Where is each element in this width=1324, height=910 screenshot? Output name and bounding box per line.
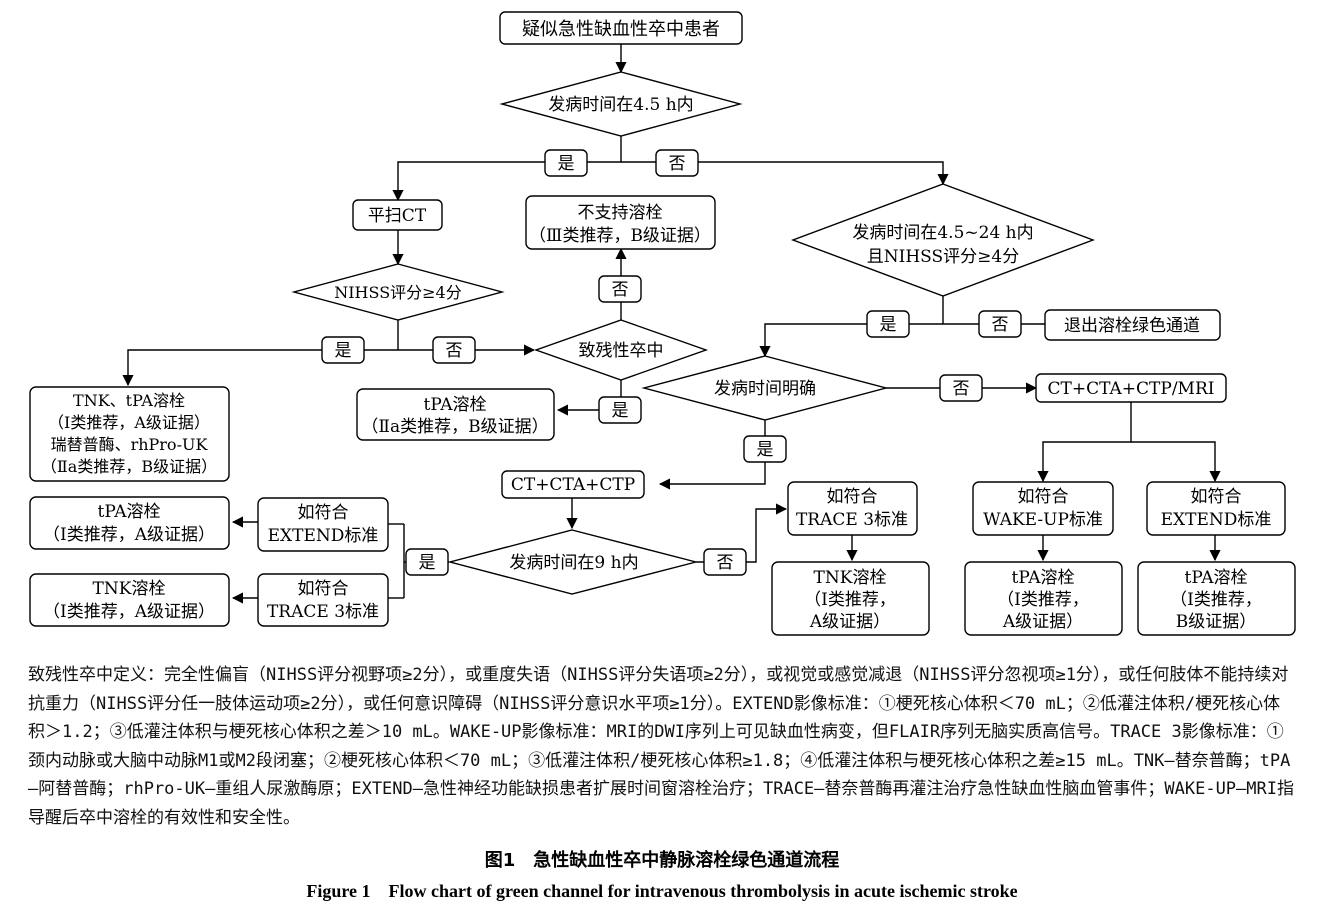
svg-text:发病时间在4.5 h内: 发病时间在4.5 h内 [548, 95, 693, 115]
figure-caption-english: Figure 1 Flow chart of green channel for… [306, 881, 1018, 901]
svg-text:退出溶栓绿色通道: 退出溶栓绿色通道 [1064, 316, 1200, 336]
svg-text:是: 是 [880, 315, 897, 335]
svg-text:EXTEND标准: EXTEND标准 [268, 526, 379, 546]
svg-text:A级证据）: A级证据） [809, 612, 890, 632]
svg-text:WAKE-UP标准: WAKE-UP标准 [983, 510, 1103, 530]
svg-text:且NIHSS评分≥4分: 且NIHSS评分≥4分 [867, 247, 1019, 267]
svg-text:致残性卒中: 致残性卒中 [579, 341, 664, 361]
edge-label-no: 否 [598, 275, 642, 303]
svg-text:（Ⅰ类推荐，A级证据）: （Ⅰ类推荐，A级证据） [43, 525, 215, 545]
svg-text:（Ⅱa类推荐，B级证据）: （Ⅱa类推荐，B级证据） [361, 417, 548, 437]
ct-cta-ctp-mri-box: CT+CTA+CTP/MRI [1035, 373, 1227, 403]
svg-text:不支持溶栓: 不支持溶栓 [578, 203, 663, 223]
tpa-2a-box: tPA溶栓 （Ⅱa类推荐，B级证据） [356, 388, 555, 441]
svg-text:TRACE 3标准: TRACE 3标准 [267, 602, 379, 622]
svg-text:如符合: 如符合 [298, 503, 349, 523]
svg-text:tPA溶栓: tPA溶栓 [424, 395, 487, 415]
svg-text:tPA溶栓: tPA溶栓 [98, 502, 161, 522]
svg-text:NIHSS评分≥4分: NIHSS评分≥4分 [334, 283, 462, 302]
svg-text:（Ⅰ类推荐，: （Ⅰ类推荐， [804, 590, 896, 610]
svg-text:如符合: 如符合 [1018, 487, 1069, 507]
svg-text:是: 是 [612, 401, 629, 421]
svg-text:发病时间明确: 发病时间明确 [714, 379, 816, 399]
svg-text:（Ⅰ类推荐，A级证据）: （Ⅰ类推荐，A级证据） [48, 413, 210, 432]
svg-text:EXTEND标准: EXTEND标准 [1161, 510, 1272, 530]
edge-label-yes: 是 [598, 396, 642, 424]
svg-text:否: 否 [446, 341, 463, 361]
svg-text:TNK、tPA溶栓: TNK、tPA溶栓 [73, 391, 185, 410]
decision-onset-9h: 发病时间在9 h内 [447, 529, 697, 595]
exit-channel-box: 退出溶栓绿色通道 [1044, 309, 1221, 341]
tpa-1b-split-box: tPA溶栓 （Ⅰ类推荐， B级证据） [1137, 561, 1296, 636]
if-extend-right-box: 如符合 EXTEND标准 [1146, 481, 1286, 536]
plain-ct-box: 平扫CT [352, 199, 443, 231]
edge-label-no: 否 [655, 149, 699, 177]
svg-text:发病时间在4.5~24 h内: 发病时间在4.5~24 h内 [852, 223, 1033, 243]
svg-text:否: 否 [669, 154, 686, 174]
svg-text:tPA溶栓: tPA溶栓 [1185, 568, 1248, 588]
svg-text:平扫CT: 平扫CT [368, 206, 427, 226]
svg-text:否: 否 [953, 379, 970, 399]
edge-label-no: 否 [978, 310, 1022, 338]
edge-label-no: 否 [703, 548, 747, 576]
if-extend-box: 如符合 EXTEND标准 [257, 497, 389, 552]
edge-label-no: 否 [432, 336, 476, 364]
tnk-1a-split-box: TNK溶栓 （Ⅰ类推荐， A级证据） [771, 561, 930, 636]
svg-text:如符合: 如符合 [1191, 487, 1242, 507]
svg-text:（Ⅰ类推荐，A级证据）: （Ⅰ类推荐，A级证据） [43, 602, 215, 622]
edge-label-yes: 是 [866, 310, 910, 338]
tpa-1a-box: tPA溶栓 （Ⅰ类推荐，A级证据） [29, 496, 230, 550]
edge-label-yes: 是 [743, 435, 787, 463]
svg-text:（Ⅰ类推荐，: （Ⅰ类推荐， [1170, 590, 1262, 610]
if-trace3-right-box: 如符合 TRACE 3标准 [787, 481, 918, 536]
tnk-1a-box: TNK溶栓 （Ⅰ类推荐，A级证据） [29, 573, 230, 627]
svg-text:TRACE 3标准: TRACE 3标准 [796, 510, 908, 530]
edge-label-no: 否 [939, 374, 983, 402]
flowchart: 疑似急性缺血性卒中患者 发病时间在4.5 h内 平扫CT NIHSS评分≥4分 … [29, 11, 1296, 636]
edge-label-yes: 是 [321, 336, 365, 364]
ct-cta-ctp-box: CT+CTA+CTP [501, 470, 645, 499]
decision-nihss-4: NIHSS评分≥4分 [291, 263, 505, 321]
tnk-tpa-box: TNK、tPA溶栓 （Ⅰ类推荐，A级证据） 瑞替普酶、rhPro-UK （Ⅱa类… [29, 386, 230, 482]
svg-text:如符合: 如符合 [827, 487, 878, 507]
if-trace3-box: 如符合 TRACE 3标准 [257, 573, 389, 627]
edge-label-yes: 是 [544, 149, 588, 177]
svg-text:是: 是 [757, 440, 774, 460]
svg-text:否: 否 [717, 553, 734, 573]
figure-notes: 致残性卒中定义：完全性偏盲（NIHSS评分视野项≥2分），或重度失语（NIHSS… [28, 665, 1294, 828]
svg-text:（Ⅱa类推荐，B级证据）: （Ⅱa类推荐，B级证据） [41, 457, 217, 476]
figure-caption-chinese: 图1 急性缺血性卒中静脉溶栓绿色通道流程 [484, 850, 840, 871]
if-wakeup-box: 如符合 WAKE-UP标准 [972, 481, 1114, 536]
svg-text:CT+CTA+CTP: CT+CTA+CTP [511, 475, 635, 495]
no-thrombolysis-box: 不支持溶栓 （Ⅲ类推荐，B级证据） [525, 195, 716, 250]
svg-text:tPA溶栓: tPA溶栓 [1012, 568, 1075, 588]
svg-text:（Ⅲ类推荐，B级证据）: （Ⅲ类推荐，B级证据） [529, 226, 711, 246]
decision-onset-within-4-5h: 发病时间在4.5 h内 [499, 71, 743, 137]
svg-text:TNK溶栓: TNK溶栓 [814, 568, 887, 588]
decision-onset-4-5-24h: 发病时间在4.5~24 h内 且NIHSS评分≥4分 [790, 183, 1096, 297]
svg-text:CT+CTA+CTP/MRI: CT+CTA+CTP/MRI [1048, 379, 1215, 399]
start-node: 疑似急性缺血性卒中患者 [499, 11, 743, 45]
decision-disabling-stroke: 致残性卒中 [533, 319, 709, 381]
svg-text:TNK溶栓: TNK溶栓 [93, 579, 166, 599]
svg-text:B级证据）: B级证据） [1176, 612, 1257, 632]
svg-text:否: 否 [612, 280, 629, 300]
svg-text:否: 否 [992, 315, 1009, 335]
svg-text:疑似急性缺血性卒中患者: 疑似急性缺血性卒中患者 [522, 19, 720, 40]
svg-text:A级证据）: A级证据） [1002, 612, 1083, 632]
svg-text:是: 是 [419, 553, 436, 573]
decision-onset-clear: 发病时间明确 [641, 355, 889, 421]
svg-text:是: 是 [558, 154, 575, 174]
svg-text:瑞替普酶、rhPro-UK: 瑞替普酶、rhPro-UK [51, 435, 209, 454]
svg-text:是: 是 [335, 341, 352, 361]
svg-text:（Ⅰ类推荐，: （Ⅰ类推荐， [997, 590, 1089, 610]
svg-text:如符合: 如符合 [298, 579, 349, 599]
tpa-1a-split-box: tPA溶栓 （Ⅰ类推荐， A级证据） [964, 561, 1123, 636]
edge-label-yes: 是 [405, 548, 449, 576]
svg-text:发病时间在9 h内: 发病时间在9 h内 [509, 553, 638, 573]
